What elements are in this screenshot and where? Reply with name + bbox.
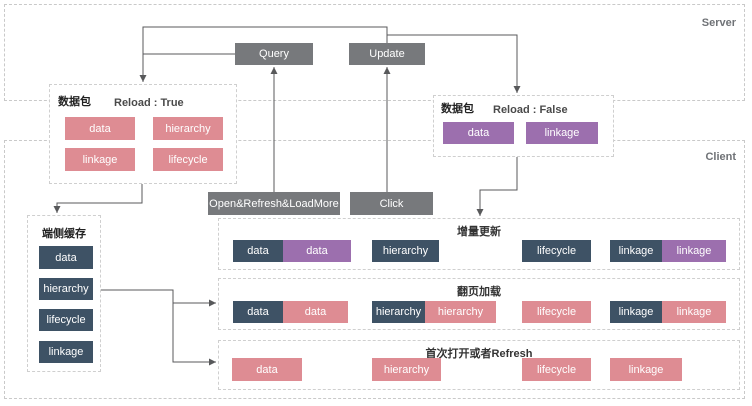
result-group-hierarchy: hierarchy [372, 358, 441, 381]
result-segment: lifecycle [522, 301, 591, 323]
result-segment: linkage [662, 301, 726, 323]
result-segment: linkage [610, 358, 682, 381]
result-segment: hierarchy [372, 301, 425, 323]
result-group-lifecycle: lifecycle [522, 358, 591, 381]
packet-item: data [65, 117, 135, 140]
query-node: Query [235, 43, 313, 65]
cache-item: data [39, 246, 93, 269]
client-cache-title: 端侧缓存 [42, 228, 86, 240]
result-segment: data [232, 358, 302, 381]
result-segment: data [283, 240, 351, 262]
packet-reload-false: 数据包 Reload : False data linkage [433, 95, 614, 157]
result-segment: data [233, 301, 283, 323]
packet-reload-true: 数据包 Reload : True data hierarchy linkage… [49, 84, 237, 184]
client-region: Client [4, 140, 745, 399]
client-cache-panel: 端侧缓存 data hierarchy lifecycle linkage [27, 215, 101, 372]
result-group-data: data data [233, 240, 351, 262]
result-segment: data [233, 240, 283, 262]
packet-item: linkage [65, 148, 135, 171]
server-region: Server [4, 4, 745, 101]
result-group-data: data data [233, 301, 348, 323]
result-group-lifecycle: lifecycle [522, 301, 591, 323]
wire-packet-true-to-cache [53, 182, 143, 213]
packet-item: lifecycle [153, 148, 223, 171]
result-row-title: 翻页加载 [457, 286, 501, 298]
packet-reload-false-title: 数据包 [441, 103, 474, 115]
result-group-linkage: linkage [610, 358, 682, 381]
result-group-linkage: linkage linkage [610, 240, 726, 262]
packet-reload-false-state: Reload : False [493, 104, 568, 116]
result-row-title: 首次打开或者Refresh [425, 348, 533, 360]
wire-update-to-packet-false [387, 34, 521, 93]
update-node: Update [349, 43, 425, 65]
cache-item: lifecycle [39, 309, 93, 331]
cache-item: hierarchy [39, 278, 93, 300]
result-segment: data [283, 301, 348, 323]
cache-item: linkage [39, 341, 93, 363]
client-region-label: Client [705, 151, 736, 163]
result-group-hierarchy: hierarchy hierarchy [372, 301, 496, 323]
result-segment: hierarchy [372, 358, 441, 381]
result-row-incremental-update: 增量更新 data data hierarchy lifecycle linka… [218, 218, 740, 270]
result-row-page-load: 翻页加载 data data hierarchy hierarchy lifec… [218, 278, 740, 330]
server-region-label: Server [701, 17, 736, 29]
click-node: Click [350, 192, 433, 215]
packet-reload-true-state: Reload : True [114, 97, 184, 109]
result-segment: hierarchy [372, 240, 439, 262]
result-group-hierarchy: hierarchy [372, 240, 439, 262]
packet-item: data [443, 122, 514, 144]
open-refresh-loadmore-node: Open&Refresh&LoadMore [208, 192, 340, 215]
result-row-first-open: 首次打开或者Refresh data hierarchy lifecycle l… [218, 340, 740, 390]
result-segment: linkage [610, 240, 662, 262]
result-segment: lifecycle [522, 358, 591, 381]
result-segment: linkage [662, 240, 726, 262]
result-group-lifecycle: lifecycle [522, 240, 591, 262]
result-group-linkage: linkage linkage [610, 301, 726, 323]
packet-reload-true-title: 数据包 [58, 96, 91, 108]
wire-packet-false-to-incremental [476, 155, 518, 216]
result-segment: hierarchy [425, 301, 496, 323]
result-group-data: data [232, 358, 302, 381]
packet-item: linkage [526, 122, 598, 144]
result-segment: linkage [610, 301, 662, 323]
result-segment: lifecycle [522, 240, 591, 262]
wire-cache-to-firstopen [92, 289, 216, 366]
packet-item: hierarchy [153, 117, 223, 140]
result-row-title: 增量更新 [457, 226, 501, 238]
